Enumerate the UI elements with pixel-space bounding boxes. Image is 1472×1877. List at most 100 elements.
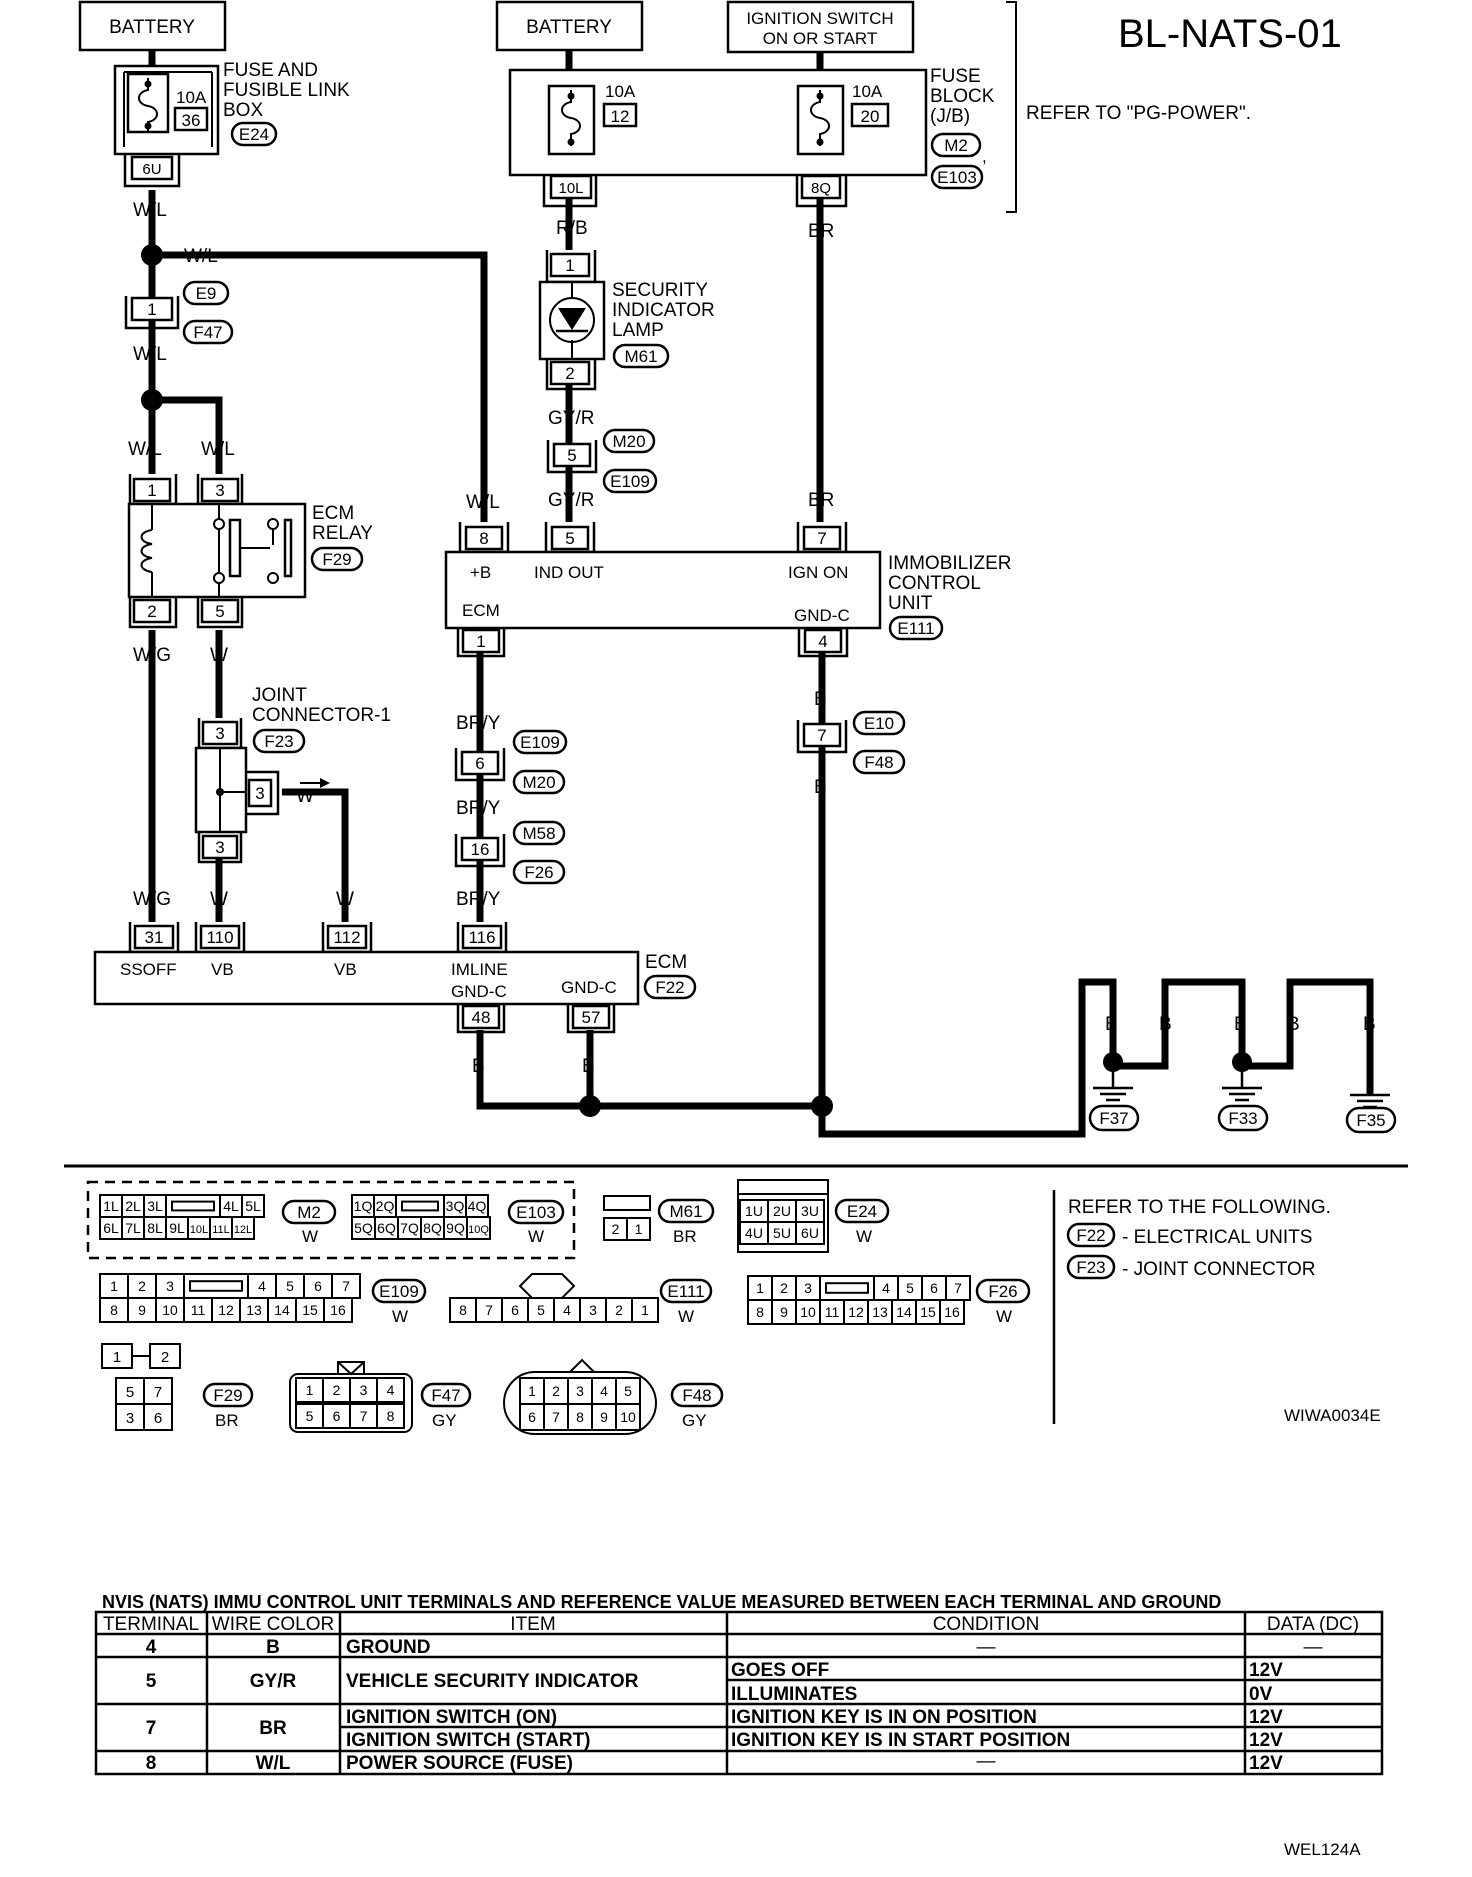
joint-pin-bottom: 3 xyxy=(215,838,224,857)
lamp-pin-top: 1 xyxy=(565,256,574,275)
wire-label-w-4: W xyxy=(336,889,354,910)
cv-f47-color: GY xyxy=(432,1411,457,1430)
connector-cell xyxy=(567,1403,593,1431)
fuse-block-rating-2: 10A xyxy=(852,82,883,101)
connector-cell-label: 7 xyxy=(360,1408,368,1424)
connector-cell-label: 7L xyxy=(125,1220,141,1236)
wires xyxy=(148,50,1374,1138)
connector-cell-label: 15 xyxy=(302,1302,318,1318)
connector-cell-label: 3 xyxy=(360,1382,368,1398)
connector-cell-label: 9 xyxy=(600,1409,608,1425)
connector-cell-label: 9L xyxy=(169,1220,185,1236)
m20-connector-1: M20 xyxy=(612,432,645,451)
row7-data-2: 12V xyxy=(1249,1730,1283,1751)
refer-following: REFER TO THE FOLLOWING. F22 - ELECTRICAL… xyxy=(1052,1190,1331,1424)
row4-item: GROUND xyxy=(346,1637,430,1658)
refer-following-title: REFER TO THE FOLLOWING. xyxy=(1068,1197,1331,1218)
ecm-term-imline: IMLINE xyxy=(451,960,508,979)
connector-cell-label: 11L xyxy=(212,1224,230,1236)
connector-cell xyxy=(295,1403,324,1429)
th-condition: CONDITION xyxy=(933,1614,1040,1635)
connector-cell xyxy=(183,1297,213,1323)
connector-cell xyxy=(239,1297,269,1323)
connector-cell-label: 2L xyxy=(125,1198,141,1214)
connector-cell-label: 6Q xyxy=(377,1220,396,1236)
fuse-block-comma: , xyxy=(982,147,987,166)
cv-f29-id: F29 xyxy=(213,1386,242,1405)
connector-cell xyxy=(376,1403,405,1429)
connector-cell xyxy=(631,1297,659,1323)
connector-cell-label: 1 xyxy=(528,1383,536,1399)
immu-pin-gnd: 4 xyxy=(818,632,827,651)
connector-cell xyxy=(501,1297,529,1323)
cv-f26-id: F26 xyxy=(988,1282,1017,1301)
connector-cell-label: 10L xyxy=(190,1224,208,1236)
connector-cell-label: 7 xyxy=(954,1280,962,1296)
lamp-name-3: LAMP xyxy=(612,320,664,341)
immu-term-ind: IND OUT xyxy=(534,563,604,582)
fuse-link-terminal: 6U xyxy=(142,161,161,178)
m20-connector-2: M20 xyxy=(522,773,555,792)
connector-cell-label: 8L xyxy=(147,1220,163,1236)
row4-data: — xyxy=(1304,1637,1323,1658)
connector-cell-label: 12L xyxy=(234,1224,252,1236)
immu-pin-ecm: 1 xyxy=(476,632,485,651)
connector-cell-label: 5 xyxy=(286,1278,294,1294)
table-title: NVIS (NATS) IMMU CONTROL UNIT TERMINALS … xyxy=(102,1592,1221,1612)
th-data: DATA (DC) xyxy=(1267,1614,1359,1635)
joint-name-2: CONNECTOR-1 xyxy=(252,705,391,726)
row7-wire: BR xyxy=(259,1718,287,1739)
diagram-id: BL-NATS-01 xyxy=(1118,12,1342,56)
connector-cell xyxy=(349,1403,378,1429)
connector-cell-label: 3 xyxy=(166,1278,174,1294)
joint-pin-top: 3 xyxy=(215,724,224,743)
connector-cell xyxy=(615,1403,641,1431)
connector-cell-label: 6 xyxy=(511,1302,519,1318)
row7-condition-1: IGNITION KEY IS IN ON POSITION xyxy=(731,1707,1037,1728)
connector-cell-label: 4 xyxy=(882,1280,890,1296)
connector-cell-label: 4 xyxy=(258,1278,266,1294)
e10-connector: E10 xyxy=(864,714,894,733)
wire-label-wl-2: W/L xyxy=(184,246,218,267)
e109-m20-pin: 6 xyxy=(475,754,484,773)
fuse-block-connector-2: E103 xyxy=(937,168,977,187)
immobilizer-control-unit: 8 5 7 +B IND OUT IGN ON ECM GND-C 1 4 IM… xyxy=(444,522,1012,658)
battery-box-1: BATTERY xyxy=(78,0,227,52)
ecm-pin-ssoff: 31 xyxy=(145,928,164,947)
wire-label-wg-2: W/G xyxy=(133,889,171,910)
ecm-term-vb2: VB xyxy=(334,960,357,979)
row4-terminal: 4 xyxy=(146,1637,157,1658)
connector-cell-label: 6 xyxy=(154,1410,162,1427)
wire-label-b-8: B xyxy=(1287,1014,1300,1035)
immu-pin-b: 8 xyxy=(479,529,488,548)
connector-cell-label: 8 xyxy=(459,1302,467,1318)
connector-cell xyxy=(323,1297,353,1323)
row8-terminal: 8 xyxy=(146,1753,157,1774)
relay-pin-2: 2 xyxy=(147,602,156,621)
fuse-block-name-3: (J/B) xyxy=(930,106,970,127)
connector-cell-label: 10 xyxy=(800,1304,816,1320)
security-indicator-lamp: 1 2 SECURITY INDICATOR LAMP M61 xyxy=(538,250,715,391)
connector-cell xyxy=(915,1299,941,1325)
lamp-name-2: INDICATOR xyxy=(612,300,715,321)
connector-cell-label: 2 xyxy=(780,1280,788,1296)
connector-cell xyxy=(615,1377,641,1405)
row7-data-1: 12V xyxy=(1249,1707,1283,1728)
ignition-line-2: ON OR START xyxy=(763,29,878,48)
connector-cell-label: 5Q xyxy=(354,1220,373,1236)
wire-label-gyr-2: GY/R xyxy=(548,490,594,511)
connector-cell xyxy=(449,1297,477,1323)
connector-cell-label: 3 xyxy=(589,1302,597,1318)
connector-cell-label: 5 xyxy=(537,1302,545,1318)
immu-name-3: UNIT xyxy=(888,593,933,614)
row5-data-2: 0V xyxy=(1249,1684,1273,1705)
connector-cell-label: 5U xyxy=(773,1225,791,1241)
connector-cell-label: 1 xyxy=(635,1221,643,1237)
connector-cell-label: 4Q xyxy=(468,1198,487,1214)
connector-cell xyxy=(819,1299,845,1325)
wire-label-w-1: W xyxy=(210,645,228,666)
connector-cell-label: 7 xyxy=(342,1278,350,1294)
cv-e103-id: E103 xyxy=(516,1203,556,1222)
